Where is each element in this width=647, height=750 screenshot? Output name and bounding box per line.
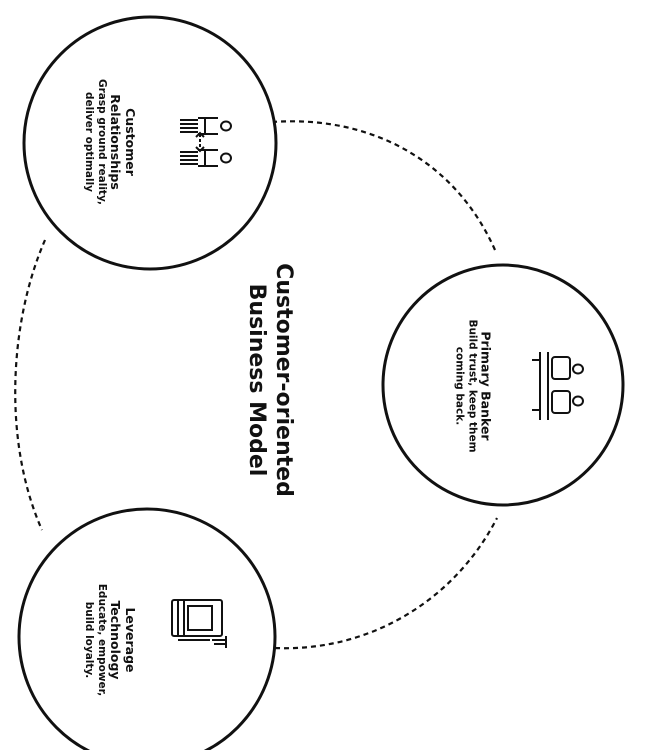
node-desc-line1: Educate, empower, xyxy=(96,583,108,697)
circle-leverage-technology xyxy=(17,507,277,750)
node-desc-line2: build loyalty. xyxy=(83,601,95,679)
node-title-line2: Relationships xyxy=(108,94,123,190)
node-title: Customer xyxy=(123,108,138,176)
node-desc-line1: Grasp ground reality, xyxy=(96,79,108,205)
circle-primary-banker xyxy=(381,263,625,507)
node-title: Leverage xyxy=(123,607,138,673)
node-customer-relationships-text: Customer Relationships Grasp ground real… xyxy=(82,79,138,205)
node-title: Primary Banker xyxy=(478,331,494,441)
center-title: Customer-oriented Business Model xyxy=(243,263,297,497)
circle-customer-relationships xyxy=(22,15,278,271)
center-title-line1: Customer-oriented xyxy=(271,263,296,497)
node-desc-line2: coming back. xyxy=(453,346,466,426)
connector-left xyxy=(14,239,47,531)
node-title-line2: Technology xyxy=(108,600,123,680)
node-desc-line2: deliver optimally xyxy=(83,91,95,193)
atm-machine-icon xyxy=(171,599,227,648)
two-people-exchange-icon xyxy=(180,117,232,167)
center-title-line2: Business Model xyxy=(244,283,269,477)
banker-counter-icon xyxy=(532,352,584,420)
connector-bottom-right xyxy=(274,517,498,650)
node-desc-line1: Build trust, keep them xyxy=(466,319,479,453)
node-primary-banker-text: Primary Banker Build trust, keep them co… xyxy=(453,319,494,452)
node-leverage-technology-text: Leverage Technology Educate, empower, bu… xyxy=(82,584,138,697)
connector-top-right xyxy=(271,120,497,251)
